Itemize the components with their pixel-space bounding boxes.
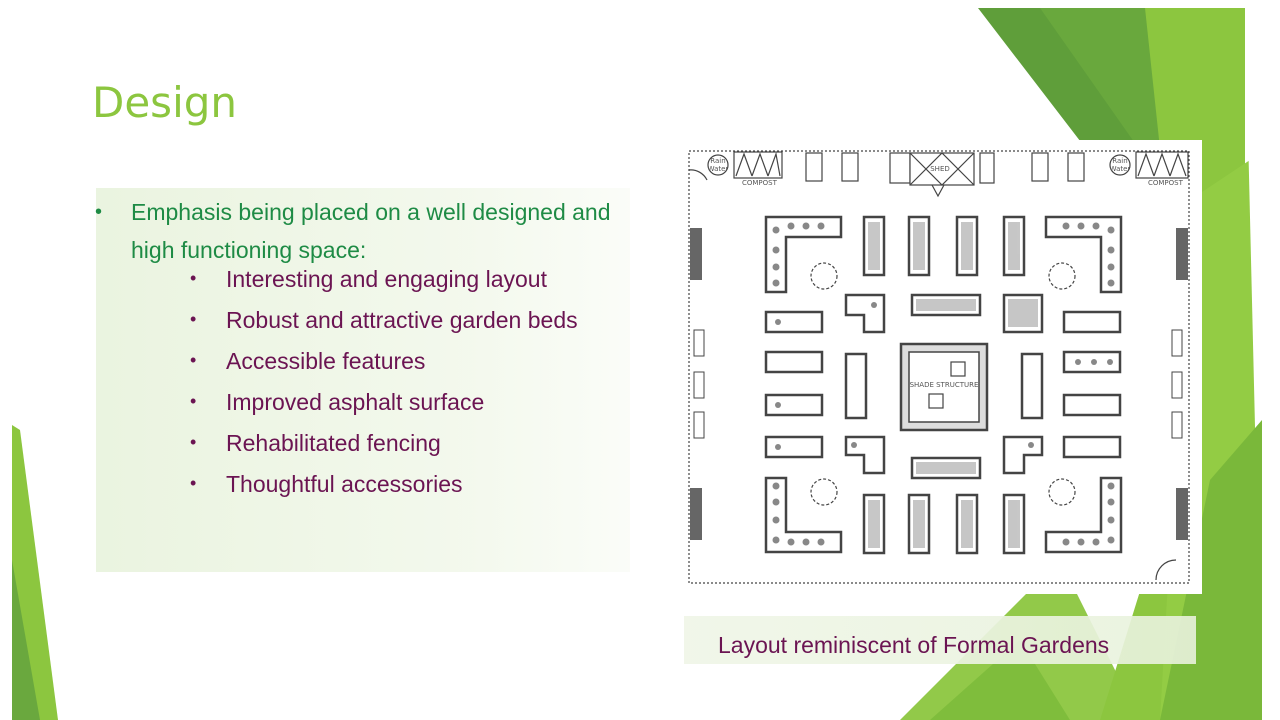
- rain-label: Water: [1110, 165, 1131, 173]
- compost-label: COMPOST: [742, 179, 778, 187]
- shed-label: SHED: [930, 165, 950, 173]
- bullet-dot: •: [190, 268, 197, 288]
- bullet-dot: •: [190, 350, 197, 370]
- slide-title: Design: [92, 78, 238, 127]
- sub-bullet-text: Improved asphalt surface: [226, 389, 485, 415]
- text-panel: [96, 188, 630, 572]
- bullet-dot: •: [95, 201, 103, 223]
- figure-caption: Layout reminiscent of Formal Gardens: [718, 632, 1110, 658]
- bullet-dot: •: [190, 391, 197, 411]
- garden-plan-drawing: SHED COMPOST COMPOST Rain Water Rain Wat…: [688, 150, 1190, 584]
- shade-structure-label: SHADE STRUCTURE: [910, 381, 979, 389]
- sub-bullet-text: Interesting and engaging layout: [226, 266, 547, 292]
- rain-label: Rain: [710, 157, 725, 165]
- bullet-dot: •: [190, 309, 197, 329]
- rain-label: Rain: [1112, 157, 1127, 165]
- sub-bullet-text: Robust and attractive garden beds: [226, 307, 578, 333]
- bullet-dot: •: [190, 432, 197, 452]
- caption-panel: [684, 616, 1196, 664]
- bullet-dot: •: [190, 473, 197, 493]
- sub-bullet-text: Rehabilitated fencing: [226, 430, 441, 456]
- garden-plan-image: SHED COMPOST COMPOST Rain Water Rain Wat…: [686, 140, 1202, 594]
- compost-label: COMPOST: [1148, 179, 1184, 187]
- sub-bullet-text: Accessible features: [226, 348, 426, 374]
- sub-bullet-text: Thoughtful accessories: [226, 471, 463, 497]
- rain-label: Water: [708, 165, 729, 173]
- main-bullet-text: Emphasis being placed on a well designed…: [131, 199, 611, 263]
